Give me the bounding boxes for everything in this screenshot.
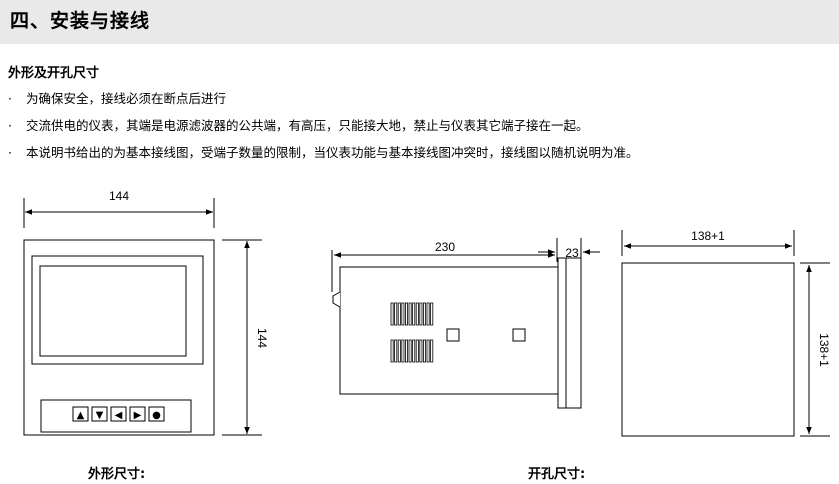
bezel-depth-label: 23: [565, 246, 579, 260]
front-view: [23, 198, 262, 436]
vent-slot: [430, 302, 434, 326]
subsection-title: 外形及开孔尺寸: [8, 66, 100, 81]
side-view: [331, 238, 600, 409]
note-text: 交流供电的仪表，其端是电源滤波器的公共端，有高压，只能接大地，禁止与仪表其它端子…: [26, 118, 589, 133]
vent-slot: [390, 339, 394, 363]
bullet: ·: [8, 118, 12, 133]
key-enter[interactable]: [148, 406, 165, 422]
vent-slot: [401, 302, 405, 326]
vent-slot: [404, 339, 408, 363]
bullet: ·: [8, 145, 12, 160]
vent-slot: [397, 302, 401, 326]
vent-slot: [426, 302, 430, 326]
front-bezel-edge: [557, 257, 567, 409]
cutout-height-label: 138+1: [817, 333, 831, 367]
vent-slot: [419, 302, 423, 326]
vent-slot: [404, 302, 408, 326]
cutout-view: [621, 230, 830, 437]
vent-slot: [419, 339, 423, 363]
vent-slot: [390, 302, 394, 326]
side-length-label: 230: [435, 240, 455, 254]
section-title: 四、安装与接线: [10, 10, 151, 32]
notes-list: · 为确保安全，接线必须在断点后进行 · 交流供电的仪表，其端是电源滤波器的公共端，…: [8, 90, 639, 171]
list-item: · 本说明书给出的为基本接线图，受端子数量的限制，当仪表功能与基本接线图冲突时，接…: [8, 144, 639, 171]
left-triangle-icon: ◀: [115, 410, 123, 421]
front-bezel: [565, 257, 582, 409]
key-up[interactable]: [72, 406, 89, 422]
cutout-caption: 开孔尺寸:: [528, 467, 586, 482]
vent-slot: [408, 339, 412, 363]
outline-caption: 外形尺寸:: [88, 467, 146, 482]
vent-slot: [415, 302, 419, 326]
cutout-rect: [621, 262, 795, 437]
vent-slot: [394, 302, 398, 326]
key-left[interactable]: [110, 406, 127, 422]
front-height-label: 144: [255, 328, 269, 348]
list-item: · 交流供电的仪表，其端是电源滤波器的公共端，有高压，只能接大地，禁止与仪表其它端…: [8, 117, 639, 144]
mounting-hole: [446, 328, 460, 342]
vent-slot: [412, 339, 416, 363]
circle-icon: ●: [152, 410, 161, 421]
rear-clip: [332, 291, 341, 308]
mounting-hole: [512, 328, 526, 342]
front-width-label: 144: [109, 189, 129, 203]
bullet: ·: [8, 91, 12, 106]
vent-slot: [422, 302, 426, 326]
vent-slot: [422, 339, 426, 363]
up-triangle-icon: ▲: [77, 410, 85, 421]
key-down[interactable]: [91, 406, 108, 422]
vent-slot: [430, 339, 434, 363]
vent-slot: [426, 339, 430, 363]
vent-slot: [394, 339, 398, 363]
title-bar: 四、安装与接线: [0, 0, 839, 44]
display-screen: [39, 265, 187, 357]
note-text: 为确保安全，接线必须在断点后进行: [26, 91, 227, 106]
vent-slot: [397, 339, 401, 363]
vent-slot: [401, 339, 405, 363]
vent-slot: [412, 302, 416, 326]
right-triangle-icon: ▶: [134, 410, 142, 421]
cutout-width-label: 138+1: [691, 229, 725, 243]
vent-slot: [408, 302, 412, 326]
key-right[interactable]: [129, 406, 146, 422]
keys: ▲ ▼ ◀ ▶ ●: [72, 406, 165, 422]
down-triangle-icon: ▼: [96, 410, 104, 421]
vent-slots: [390, 302, 434, 363]
note-text: 本说明书给出的为基本接线图，受端子数量的限制，当仪表功能与基本接线图冲突时，接线…: [26, 145, 639, 160]
vent-slot: [415, 339, 419, 363]
list-item: · 为确保安全，接线必须在断点后进行: [8, 90, 639, 117]
